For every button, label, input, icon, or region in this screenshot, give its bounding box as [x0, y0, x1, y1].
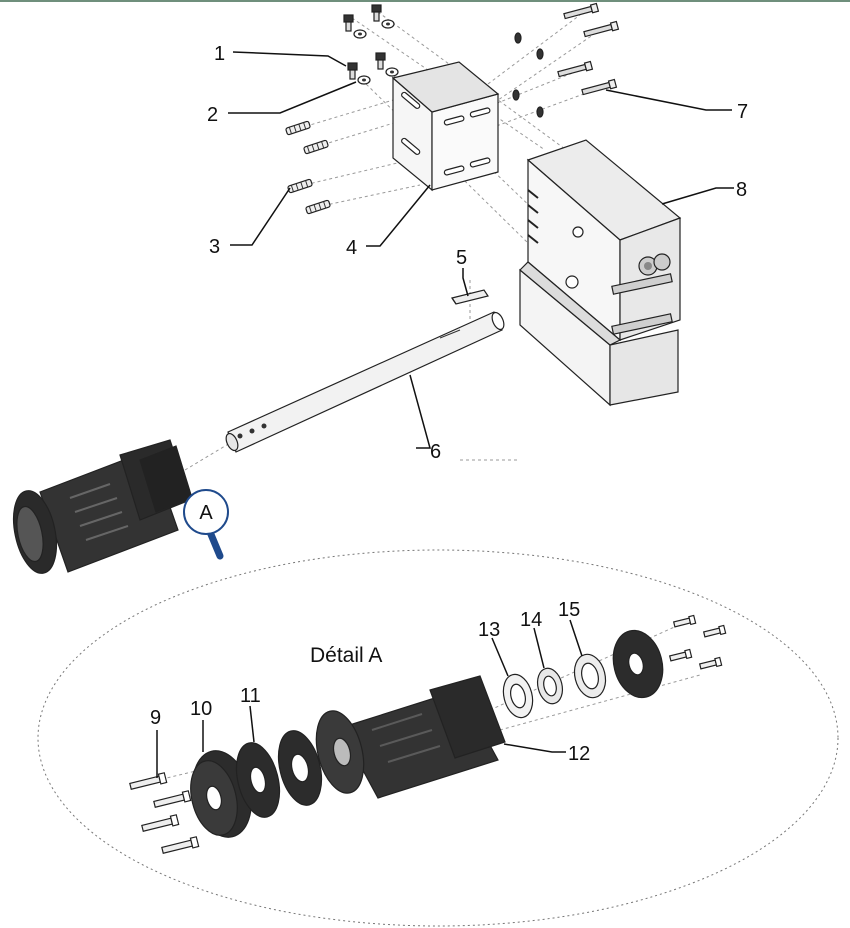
leader-lines	[156, 51, 734, 778]
label-11: 11	[240, 685, 261, 707]
detail-a-callout: A	[183, 489, 229, 560]
label-7: 7	[737, 101, 748, 123]
part-4-bracket	[391, 61, 500, 192]
part-9-screws	[129, 772, 200, 854]
label-3: 3	[209, 236, 220, 258]
part-11-washers	[235, 730, 323, 818]
label-13: 13	[478, 619, 500, 641]
label-14: 14	[520, 609, 542, 631]
label-8: 8	[736, 179, 747, 201]
part-2-washers	[353, 19, 399, 85]
flange-plate	[612, 629, 664, 699]
part-1-screws	[343, 4, 386, 80]
label-5: 5	[456, 247, 467, 269]
part-7-long-screws	[512, 2, 620, 118]
label-15: 15	[558, 599, 580, 621]
detail-a-boundary	[37, 549, 839, 927]
part-14-bearing	[536, 667, 564, 705]
part-15-bearing	[573, 653, 607, 699]
label-12: 12	[568, 743, 590, 765]
part-3-wall-plugs	[285, 120, 331, 215]
roller-assembly	[12, 439, 193, 574]
label-2: 2	[207, 104, 218, 126]
callout-letter: A	[199, 502, 213, 524]
part-5-key	[451, 289, 489, 305]
label-4: 4	[346, 237, 357, 259]
label-1: 1	[214, 43, 225, 65]
detail-title: Détail A	[310, 644, 382, 667]
flange-screws	[668, 614, 727, 670]
label-6: 6	[430, 441, 441, 463]
part-12-hub	[315, 675, 506, 799]
label-9: 9	[150, 707, 161, 729]
part-6-shaft	[225, 311, 505, 453]
part-8-motor-housing	[519, 139, 682, 407]
label-10: 10	[190, 698, 212, 720]
part-13-ring	[502, 673, 534, 719]
part-labels: 1 2 3 4 5 6 7 8 9 10 11 12 13 14 15	[150, 43, 748, 765]
